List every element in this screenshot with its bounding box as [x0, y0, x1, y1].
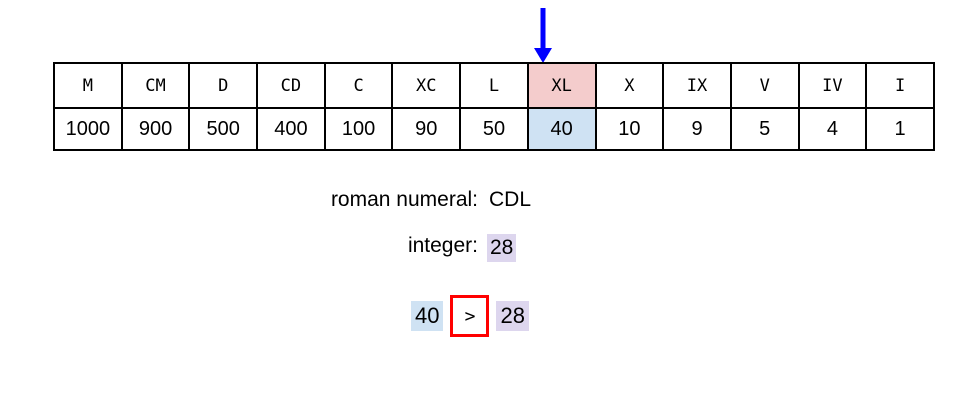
down-arrow-icon [534, 8, 552, 63]
table-cell-value-900: 900 [120, 107, 191, 151]
table-cell-symbol-iv: IV [797, 62, 868, 109]
table-cell-symbol-ix: IX [662, 62, 732, 109]
comparison-expression: 40 > 28 [411, 294, 529, 338]
table-row-values: 1000 900 500 400 100 90 50 40 10 9 5 4 1 [53, 107, 935, 151]
table-row-symbols: M CM D CD C XC L XL X IX V IV I [53, 62, 935, 109]
table-cell-value-40-highlighted: 40 [526, 107, 597, 151]
table-cell-value-1: 1 [865, 107, 935, 151]
table-cell-symbol-m: M [53, 62, 123, 109]
table-cell-symbol-i: I [865, 62, 935, 109]
table-cell-value-5: 5 [729, 107, 800, 151]
roman-numeral-value: CDL [489, 188, 532, 211]
comparison-operator-box: > [450, 295, 490, 337]
table-cell-value-100: 100 [323, 107, 394, 151]
comparison-left-operand: 40 [411, 301, 444, 331]
table-cell-symbol-l: L [459, 62, 529, 109]
table-cell-symbol-xc: XC [391, 62, 462, 109]
integer-value: 28 [487, 234, 517, 262]
integer-label: integer: [407, 234, 478, 257]
roman-numeral-table: M CM D CD C XC L XL X IX V IV I 1000 900… [53, 62, 935, 151]
table-cell-value-9: 9 [662, 107, 732, 151]
table-cell-value-50: 50 [459, 107, 529, 151]
roman-numeral-label: roman numeral: [330, 188, 478, 211]
table-cell-symbol-x: X [594, 62, 665, 109]
table-cell-symbol-d: D [188, 62, 259, 109]
table-cell-value-4: 4 [797, 107, 868, 151]
table-cell-symbol-v: V [729, 62, 800, 109]
table-cell-symbol-xl-highlighted: XL [526, 62, 597, 109]
table-cell-symbol-c: C [323, 62, 394, 109]
table-cell-symbol-cm: CM [120, 62, 191, 109]
table-cell-symbol-cd: CD [256, 62, 326, 109]
table-cell-value-1000: 1000 [53, 107, 123, 151]
table-cell-value-500: 500 [188, 107, 259, 151]
table-cell-value-400: 400 [256, 107, 326, 151]
table-cell-value-90: 90 [391, 107, 462, 151]
table-cell-value-10: 10 [594, 107, 665, 151]
comparison-right-operand: 28 [496, 301, 529, 331]
